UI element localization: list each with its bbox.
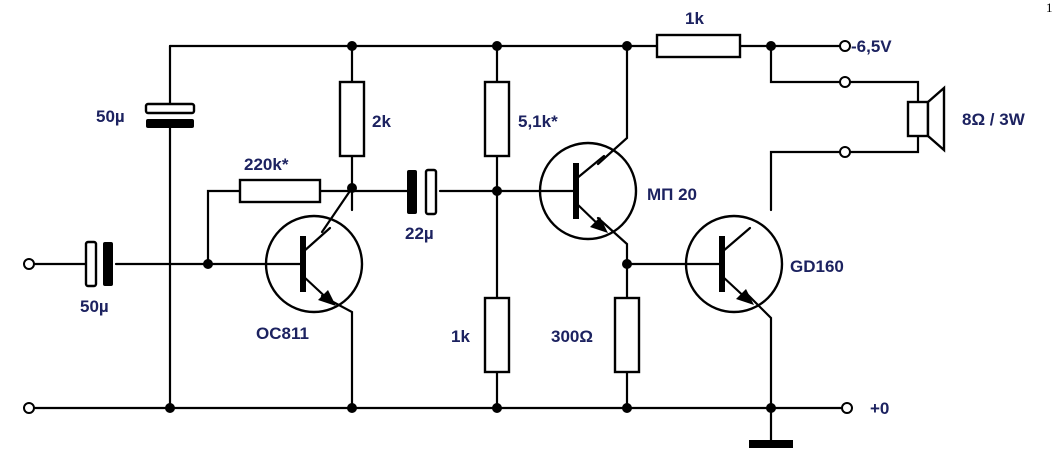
label-r-300: 300Ω [551, 327, 593, 346]
terminals [23, 40, 853, 414]
transistor-q3 [684, 214, 784, 314]
transistor-q1 [264, 214, 364, 314]
label-r-1k-top: 1k [685, 9, 704, 28]
resistor-1k-bottom [483, 296, 511, 374]
label-c-in: 50µ [80, 297, 109, 316]
resistor-1k-top [655, 33, 742, 59]
resistor-2k [338, 80, 366, 158]
capacitor-input-50u [84, 240, 113, 288]
label-q3: GD160 [790, 257, 844, 276]
corner-mark: 1 [1046, 0, 1053, 15]
label-ground: +0 [870, 399, 889, 418]
label-q2: МП 20 [647, 185, 697, 204]
capacitor-22u [407, 168, 438, 216]
resistor-220k [238, 178, 322, 204]
label-speaker: 8Ω / 3W [962, 110, 1026, 129]
speaker-icon [906, 85, 946, 153]
label-q1: OC811 [256, 324, 309, 343]
label-r-2k: 2k [372, 112, 391, 131]
label-r-5-1k: 5,1k* [518, 112, 558, 131]
capacitor-top-50u [144, 102, 196, 128]
terminal-speaker-bottom [839, 146, 851, 158]
junction-dots [165, 41, 776, 413]
terminal-ground-right [841, 402, 853, 414]
terminal-supply [839, 40, 851, 52]
label-supply: -6,5V [851, 37, 892, 56]
resistor-300 [613, 296, 641, 374]
terminal-speaker-top [839, 76, 851, 88]
transistor-q2 [538, 141, 638, 241]
label-r-220k: 220k* [244, 155, 289, 174]
ground-symbol [749, 440, 793, 448]
label-r-1k-bottom: 1k [451, 327, 470, 346]
resistor-5-1k [483, 80, 511, 158]
label-c-22: 22µ [405, 224, 434, 243]
terminal-ground-left [23, 402, 35, 414]
label-c-top: 50µ [96, 107, 125, 126]
terminal-input [23, 258, 35, 270]
